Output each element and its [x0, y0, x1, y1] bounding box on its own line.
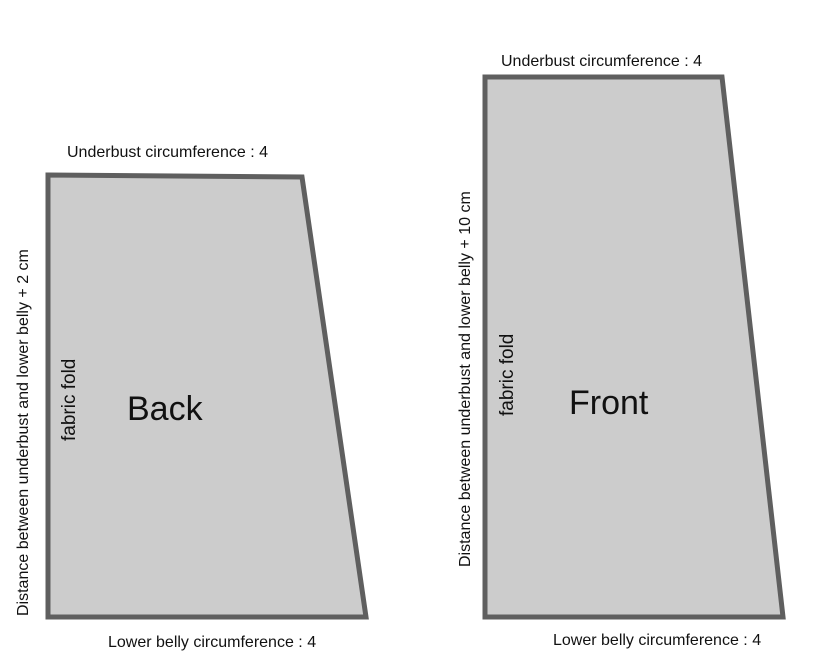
front-fold-label: fabric fold — [497, 334, 518, 416]
back-fold-label: fabric fold — [59, 359, 80, 441]
back-top-label: Underbust circumference : 4 — [67, 144, 268, 161]
back-side-label: Distance between underbust and lower bel… — [15, 249, 32, 616]
front-pattern-piece: Underbust circumference : 4 Lower belly … — [457, 53, 786, 649]
back-piece-title: Back — [127, 390, 204, 428]
back-bottom-label: Lower belly circumference : 4 — [108, 634, 316, 651]
front-top-label: Underbust circumference : 4 — [501, 53, 702, 70]
back-panel-shape — [45, 172, 369, 620]
front-side-label: Distance between underbust and lower bel… — [457, 191, 474, 567]
back-pattern-piece: Underbust circumference : 4 Lower belly … — [15, 144, 369, 651]
front-piece-title: Front — [569, 384, 649, 422]
front-panel-shape — [482, 74, 786, 620]
front-bottom-label: Lower belly circumference : 4 — [553, 632, 761, 649]
